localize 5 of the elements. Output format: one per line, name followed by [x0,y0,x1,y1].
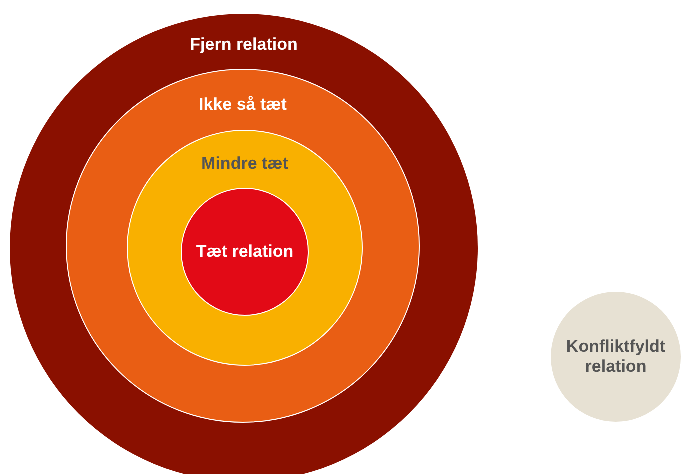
circle-label: Mindre tæt [200,154,290,174]
circle-label: Fjern relation [189,35,299,55]
circle-label: Ikke så tæt [198,95,288,115]
circle-label: Konfliktfyldt relation [565,337,667,377]
circle-label: Tæt relation [195,242,295,262]
